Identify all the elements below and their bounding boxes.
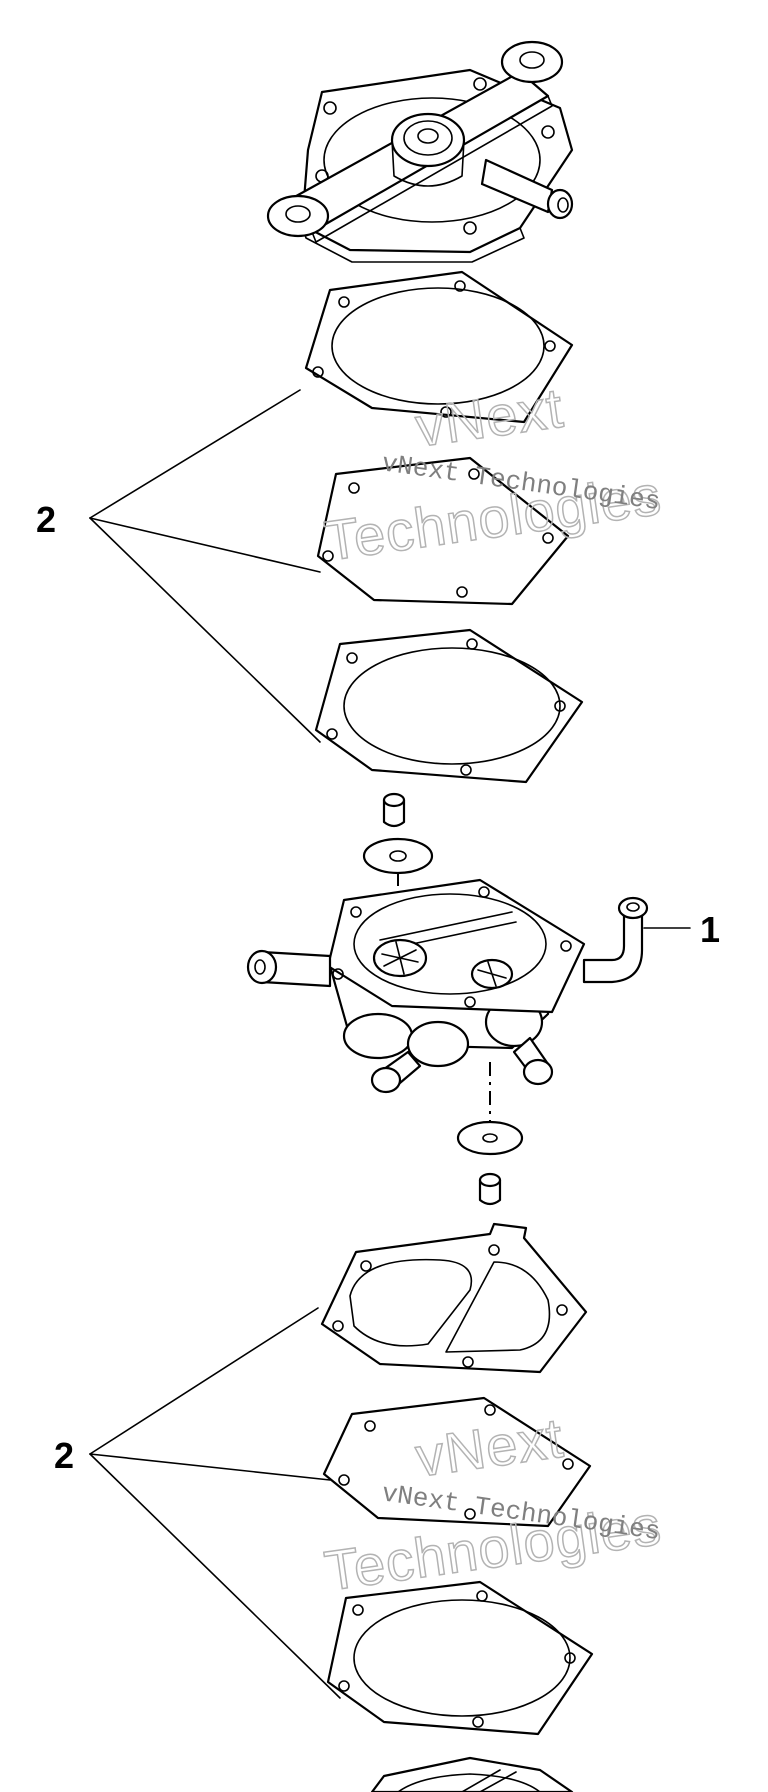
upper-gasket-leader-lines (89, 389, 321, 743)
lower-gasket-3 (326, 1580, 594, 1736)
upper-valve-washer (362, 837, 434, 875)
callout-label-lower-gaskets: 2 (54, 1435, 74, 1476)
lower-gasket-2-diaphragm (322, 1396, 592, 1528)
lower-gasket-1-chamber (320, 1222, 588, 1374)
upper-gasket-2-diaphragm (316, 456, 570, 606)
lower-gasket-leader-lines (89, 1307, 341, 1699)
callout-label-fuel-pump: 1 (700, 909, 720, 950)
upper-gasket-1 (304, 270, 574, 424)
upper-gasket-3 (314, 628, 584, 784)
lower-check-valve-plug (478, 1172, 502, 1206)
lower-valve-washer (456, 1120, 524, 1156)
top-pump-cover (266, 40, 574, 263)
callout-label-upper-gaskets: 2 (36, 499, 56, 540)
upper-check-valve-plug (382, 792, 406, 828)
fuel-pump-body (246, 878, 649, 1094)
bottom-pump-cover (370, 1756, 574, 1792)
